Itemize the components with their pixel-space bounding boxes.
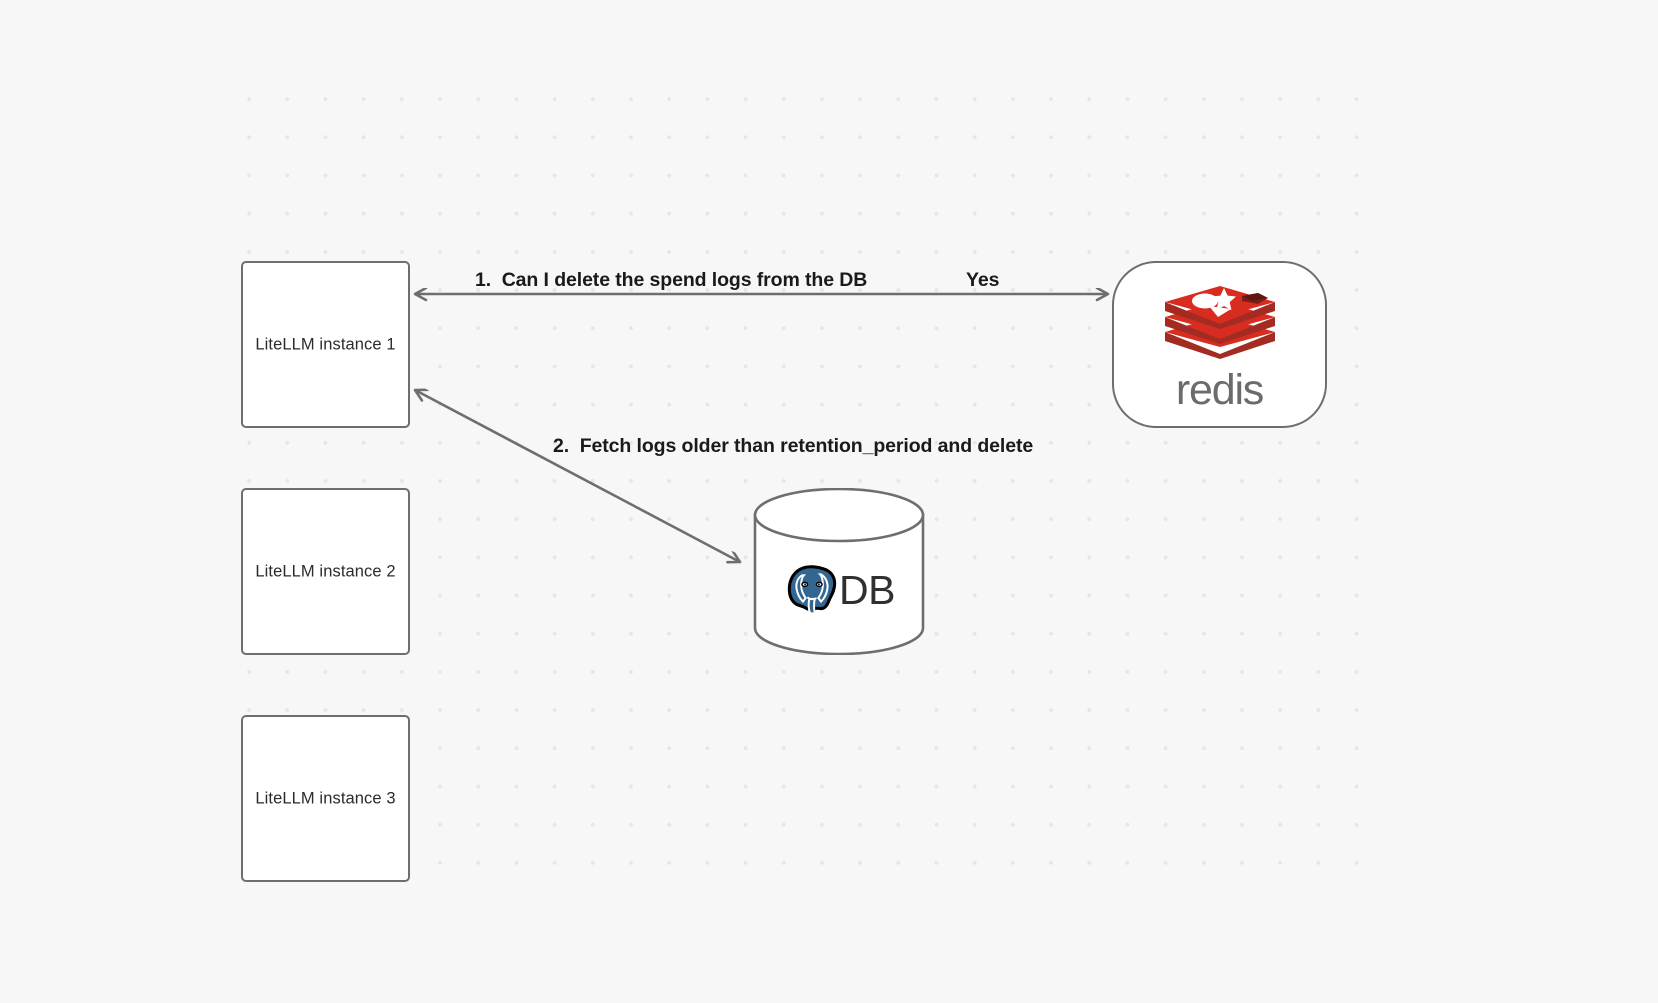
redis-wordmark: redis — [1175, 365, 1264, 414]
node-redis[interactable]: redis — [1112, 261, 1327, 428]
node-litellm-instance-1[interactable]: LiteLLM instance 1 — [241, 261, 410, 428]
node-db-label: DB — [839, 566, 895, 613]
database-cylinder-icon — [753, 488, 925, 655]
edge-step-2 — [415, 390, 740, 562]
node-litellm-instance-3-label: LiteLLM instance 3 — [255, 789, 396, 807]
node-litellm-instance-1-label: LiteLLM instance 1 — [255, 335, 396, 353]
node-litellm-instance-2-label: LiteLLM instance 2 — [255, 562, 396, 580]
edge-label-step-1: 1. Can I delete the spend logs from the … — [475, 269, 868, 291]
node-db[interactable]: DB — [753, 488, 925, 655]
redis-logo-icon — [1162, 276, 1278, 365]
edge-label-step-2: 2. Fetch logs older than retention_perio… — [553, 435, 1034, 457]
edge-label-step-1-answer: Yes — [966, 269, 1000, 291]
node-litellm-instance-3[interactable]: LiteLLM instance 3 — [241, 715, 410, 882]
postgres-elephant-icon — [783, 559, 841, 622]
node-litellm-instance-2[interactable]: LiteLLM instance 2 — [241, 488, 410, 655]
